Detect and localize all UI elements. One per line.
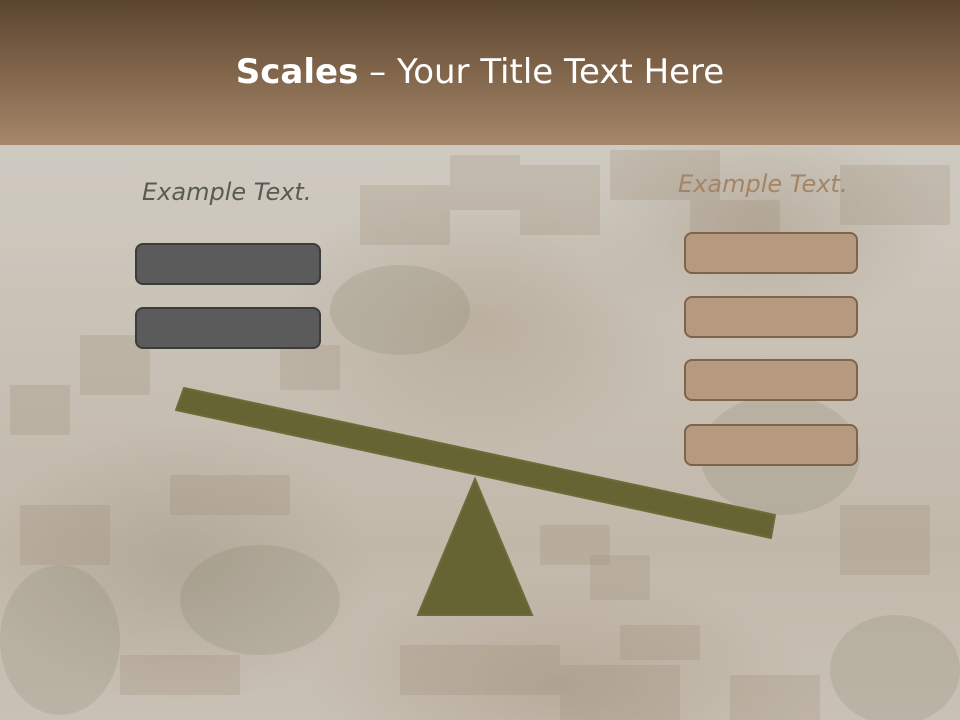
title-rest-text: – Your Title Text Here [358,52,725,92]
title-bar: Scales – Your Title Text Here [0,0,960,145]
left-text-box-2[interactable] [135,307,321,349]
title-bold-text: Scales [235,52,359,92]
right-text-box-2[interactable] [684,296,858,338]
right-example-label: Example Text. [678,170,848,198]
right-text-box-3[interactable] [684,359,858,401]
right-text-box-4[interactable] [684,424,858,466]
left-example-label: Example Text. [142,178,312,206]
scale-beam [175,387,776,539]
slide-title: Scales – Your Title Text Here [0,52,960,92]
fulcrum-triangle [416,476,534,616]
left-text-box-1[interactable] [135,243,321,285]
right-text-box-1[interactable] [684,232,858,274]
